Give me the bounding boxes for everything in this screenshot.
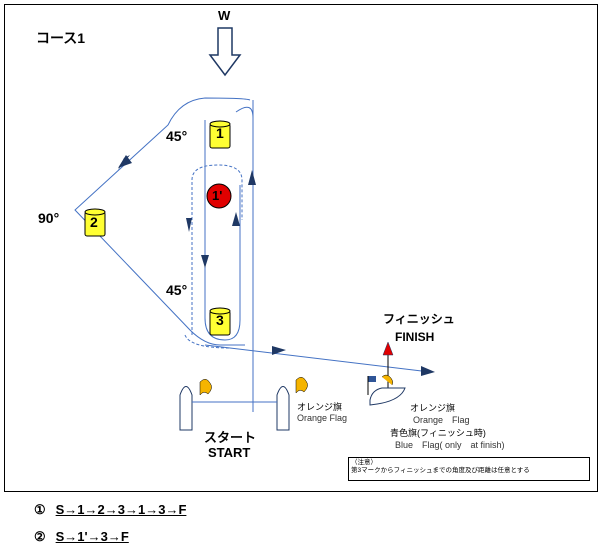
finish-line-path — [204, 344, 431, 373]
finish-boat-icon — [367, 341, 406, 406]
angle-bottom-label: 45° — [166, 282, 188, 298]
route-1: ① S→1→2→3→1→3→F — [34, 502, 186, 518]
route-1-sequence: S→1→2→3→1→3→F — [55, 502, 187, 517]
route-2-sequence: S→1'→3→F — [55, 529, 129, 544]
course-title: コース1 — [36, 30, 86, 46]
wind-label: W — [218, 8, 231, 23]
route-2: ② S→1'→3→F — [34, 529, 129, 545]
mark-1-buoy — [209, 120, 231, 149]
route-2-number: ② — [34, 529, 46, 544]
finish-label-en: FINISH — [395, 330, 435, 344]
start-boat-left-icon — [179, 379, 212, 431]
angle-left-label: 90° — [38, 210, 60, 226]
note-text: 第3マークからフィニッシュまでの角度及び距離は任意とする — [351, 467, 530, 474]
diagram-frame — [4, 4, 598, 492]
orange-flag-finish-jp: オレンジ旗 — [410, 403, 456, 413]
mark-3-buoy — [209, 307, 231, 336]
note-box: （注意） 第3マークからフィニッシュまでの角度及び距離は任意とする — [348, 457, 590, 481]
angle-top-label: 45° — [166, 128, 188, 144]
finish-label-jp: フィニッシュ — [383, 312, 455, 326]
note-heading: （注意） — [351, 459, 377, 466]
start-label-en: START — [208, 445, 251, 460]
blue-flag-jp: 青色旗(フィニッシュ時) — [390, 428, 486, 438]
mark-1prime-buoy — [206, 183, 232, 209]
mark-3-label: 3 — [216, 312, 224, 328]
route-1-number: ① — [34, 502, 46, 517]
mark-2-label: 2 — [90, 214, 98, 230]
mark-2-buoy — [84, 208, 106, 237]
orange-flag-finish-en: Orange Flag — [413, 415, 470, 425]
mark-1prime-label: 1' — [212, 188, 223, 203]
start-boat-right-icon — [276, 377, 308, 431]
orange-flag-start-en: Orange Flag — [297, 413, 348, 423]
orange-flag-start-jp: オレンジ旗 — [297, 402, 343, 412]
course-line-dashed — [191, 164, 243, 335]
start-label-jp: スタート — [204, 430, 257, 445]
course-line-outer — [74, 97, 251, 346]
wind-arrow-icon — [208, 27, 242, 77]
mark-1-label: 1 — [216, 125, 224, 141]
blue-flag-en: Blue Flag( only at finish) — [395, 440, 505, 450]
